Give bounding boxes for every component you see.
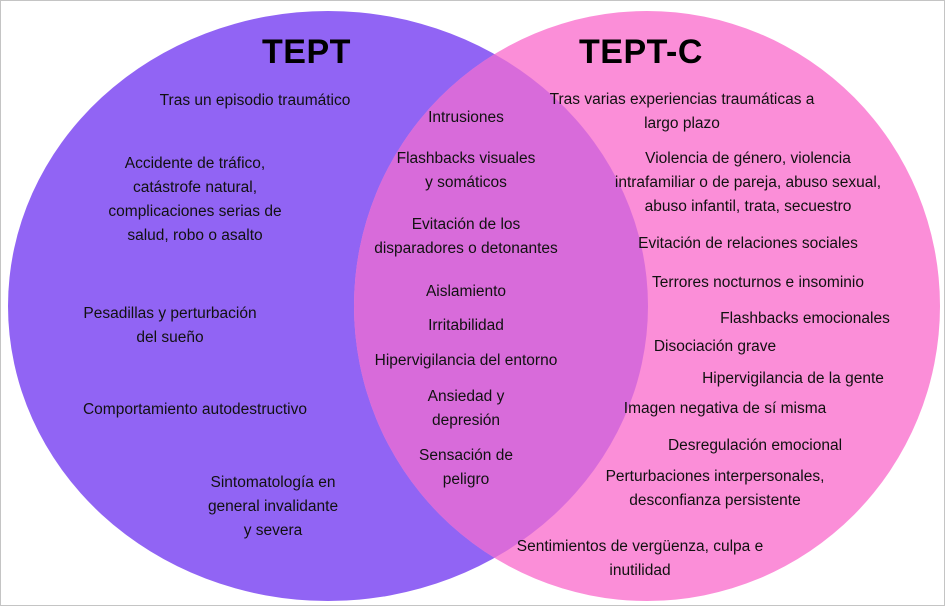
tept-item-event-types: Accidente de tráfico, catástrofe natural… — [108, 155, 282, 244]
shared-item-danger: Sensación de peligro — [419, 447, 513, 488]
tept-item-nightmares: Pesadillas y perturbación del sueño — [83, 305, 257, 346]
tept-item-self-destructive: Comportamiento autodestructivo — [82, 401, 307, 418]
tept-c-item-emotional-flashbacks: Flashbacks emocionales — [720, 310, 890, 327]
tept-item-single-event: Tras un episodio traumático — [159, 92, 351, 109]
shared-item-avoidance: Evitación de los disparadores o detonant… — [374, 216, 558, 257]
tept-c-item-night-terrors: Terrores nocturnos e insominio — [652, 274, 864, 291]
tept-c-item-negative-self-image: Imagen negativa de sí misma — [623, 400, 827, 417]
overlap-region — [354, 11, 648, 601]
shared-item-isolation: Aislamiento — [425, 283, 507, 300]
shared-item-flashbacks: Flashbacks visuales y somáticos — [396, 150, 536, 191]
shared-item-irritability: Irritabilidad — [428, 317, 504, 334]
tept-c-item-emotional-dysregulation: Desregulación emocional — [667, 437, 843, 454]
tept-c-item-violence-types: Violencia de género, violencia intrafami… — [614, 150, 882, 215]
tept-c-item-social-avoidance: Evitación de relaciones sociales — [638, 235, 858, 252]
tept-c-item-shame-guilt: Sentimientos de vergüenza, culpa e inuti… — [516, 538, 764, 579]
tept-c-item-people-hypervigilance: Hipervigilancia de la gente — [702, 370, 884, 387]
tept-c-title: TEPT-C — [579, 33, 703, 71]
tept-c-item-interpersonal: Perturbaciones interpersonales, desconfi… — [605, 468, 825, 509]
tept-title: TEPT — [262, 33, 351, 71]
shared-item-intrusions: Intrusiones — [428, 109, 504, 126]
tept-item-disabling: Sintomatología en general invalidante y … — [207, 474, 339, 539]
tept-c-item-multiple-events: Tras varias experiencias traumáticas a l… — [549, 91, 815, 132]
shared-item-hypervigilance: Hipervigilancia del entorno — [374, 352, 558, 369]
tept-c-item-dissociation: Disociación grave — [653, 338, 777, 355]
shared-item-anxiety: Ansiedad y depresión — [427, 388, 505, 429]
